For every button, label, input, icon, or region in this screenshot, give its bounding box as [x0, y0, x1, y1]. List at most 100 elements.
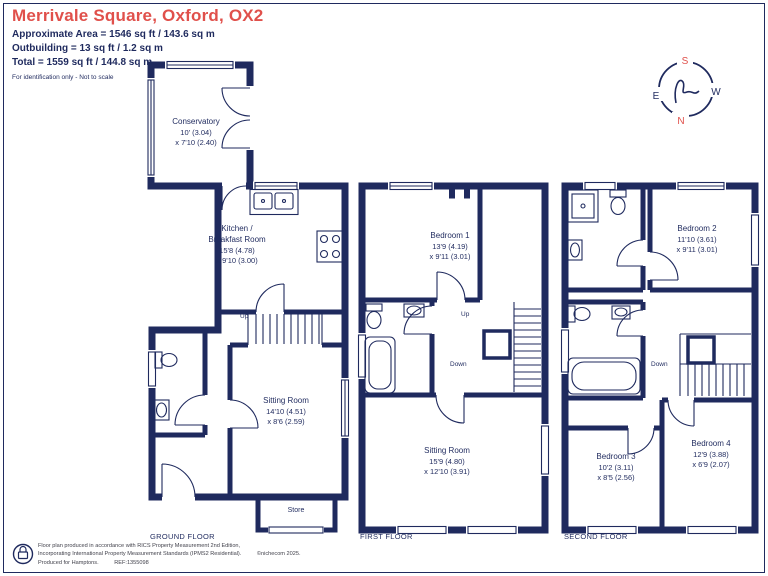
ground-floor-plan	[146, 60, 350, 534]
footer-copyright: ©nichecom 2025.	[256, 551, 301, 558]
second-stairs	[679, 333, 751, 396]
bedroom3-door	[627, 427, 655, 455]
bathtub-icon-2	[567, 357, 641, 395]
basin-icon-2b	[611, 305, 631, 320]
room-dim: 13'9 (4.19)	[432, 241, 468, 251]
front-door	[161, 463, 196, 498]
conservatory-double-door	[221, 87, 251, 149]
second-windows	[560, 181, 760, 535]
room-name: Bedroom 1	[430, 231, 470, 240]
footer: Floor plan produced in accordance with R…	[38, 542, 301, 567]
kitchen-sink-icon	[249, 188, 299, 216]
nichecom-logo-icon	[12, 543, 34, 565]
total-area: Total = 1559 sq ft / 144.8 sq m	[12, 57, 153, 68]
kitchen-label: Kitchen / Breakfast Room 15'8 (4.78) x 9…	[208, 224, 265, 266]
basin-icon-1	[403, 303, 425, 318]
basin-icon-g	[153, 399, 170, 421]
bedroom2-label: Bedroom 2 11'10 (3.61) x 9'11 (3.01)	[677, 224, 718, 255]
compass-s: S	[682, 56, 689, 67]
room-name: Sitting Room	[424, 446, 470, 455]
room-name: Bedroom 3	[596, 452, 636, 461]
compass-icon: S W E N	[648, 52, 724, 127]
conservatory-label: Conservatory 10' (3.04) x 7'10 (2.40)	[172, 117, 220, 148]
bathroom-door-g	[174, 394, 206, 426]
disclaimer: For identification only - Not to scale	[12, 74, 114, 81]
outbuilding-area: Outbuilding = 13 sq ft / 1.2 sq m	[12, 43, 163, 54]
room-name: Bedroom 2	[677, 224, 717, 233]
ground-floor-name: GROUND FLOOR	[150, 532, 215, 541]
bedroom4-door	[667, 399, 695, 427]
compass-w: W	[711, 87, 721, 98]
footer-line1: Floor plan produced in accordance with R…	[38, 543, 241, 549]
second-floor-plan	[560, 181, 760, 535]
room-dim: 15'8 (4.78)	[219, 245, 255, 255]
toilet-icon-2b	[567, 305, 591, 323]
room-dim: x 9'10 (3.00)	[216, 255, 258, 265]
conservatory-kitchen-door	[221, 185, 247, 211]
hob-icon	[316, 230, 344, 263]
page-title: Merrivale Square, Oxford, OX2	[12, 6, 264, 25]
header: Merrivale Square, Oxford, OX2 Approximat…	[12, 6, 263, 81]
room-name: Conservatory	[172, 117, 220, 126]
bedroom3-label: Bedroom 3 10'2 (3.11) x 8'5 (2.56)	[596, 452, 635, 483]
ground-doors	[161, 86, 285, 502]
footer-ref: REF:1355098	[114, 559, 149, 566]
room-dim: x 12'10 (3.91)	[424, 466, 470, 476]
first-doors	[403, 271, 466, 424]
first-floor-name: FIRST FLOOR	[360, 532, 413, 541]
basin-icon-2a	[567, 239, 583, 261]
toilet-icon-g	[154, 351, 178, 369]
ground-windows	[146, 60, 350, 534]
room-dim: x 8'5 (2.56)	[597, 472, 635, 482]
room-dim: x 9'11 (3.01)	[429, 251, 471, 261]
kitchen-door	[255, 283, 285, 313]
room-dim: 15'9 (4.80)	[429, 456, 465, 466]
second-doors	[616, 239, 695, 455]
compass-n: N	[677, 116, 684, 127]
toilet-icon-1	[365, 303, 383, 330]
room-dim: x 8'6 (2.59)	[267, 416, 305, 426]
down-label-1: Down	[450, 361, 467, 368]
sitting-room-label-g: Sitting Room 14'10 (4.51) x 8'6 (2.59)	[263, 396, 309, 427]
down-label-2: Down	[651, 361, 668, 368]
room-dim: x 6'9 (2.07)	[692, 459, 730, 469]
up-label-g: Up	[240, 313, 249, 320]
sitting-room-door-g	[229, 399, 259, 429]
room-dim: 14'10 (4.51)	[266, 406, 306, 416]
room-dim: x 9'11 (3.01)	[676, 244, 718, 254]
room-dim: 12'9 (3.88)	[693, 449, 729, 459]
store-label: Store	[287, 507, 305, 514]
first-stairs	[482, 302, 541, 392]
room-dim: x 7'10 (2.40)	[175, 137, 217, 147]
bathtub-icon-1	[364, 336, 396, 394]
room-dim: 10'2 (3.11)	[598, 462, 634, 472]
room-name: Bedroom 4	[691, 439, 731, 448]
shower-icon-2	[567, 189, 599, 223]
approximate-area: Approximate Area = 1546 sq ft / 143.6 sq…	[12, 29, 215, 40]
bathroom-door-2	[616, 309, 644, 337]
first-windows	[357, 181, 550, 535]
toilet-icon-2a	[609, 189, 627, 216]
first-floor-plan	[357, 181, 550, 535]
shower-room-door	[616, 239, 644, 267]
footer-line2: Incorporating International Property Mea…	[38, 551, 242, 558]
footer-line3: Produced for Hamptons.	[38, 559, 99, 566]
bedroom1-door	[436, 271, 466, 301]
page-border	[3, 3, 765, 573]
bedroom1-label: Bedroom 1 13'9 (4.19) x 9'11 (3.01)	[430, 231, 471, 262]
up-label-1: Up	[461, 311, 470, 318]
sitting-room-door-1	[435, 394, 465, 424]
sitting-room-label-1: Sitting Room 15'9 (4.80) x 12'10 (3.91)	[424, 446, 470, 477]
compass-e: E	[653, 91, 660, 102]
room-name: Sitting Room	[263, 396, 309, 405]
bathroom-door-1	[403, 305, 433, 335]
bedroom2-door	[649, 251, 679, 281]
compass-needle	[674, 79, 700, 104]
room-name: Kitchen /	[221, 224, 253, 233]
room-dim: 11'10 (3.61)	[677, 234, 717, 244]
room-name: Breakfast Room	[208, 234, 266, 244]
second-floor-name: SECOND FLOOR	[564, 532, 628, 541]
room-dim: 10' (3.04)	[180, 127, 212, 137]
ground-stairs	[247, 312, 323, 345]
